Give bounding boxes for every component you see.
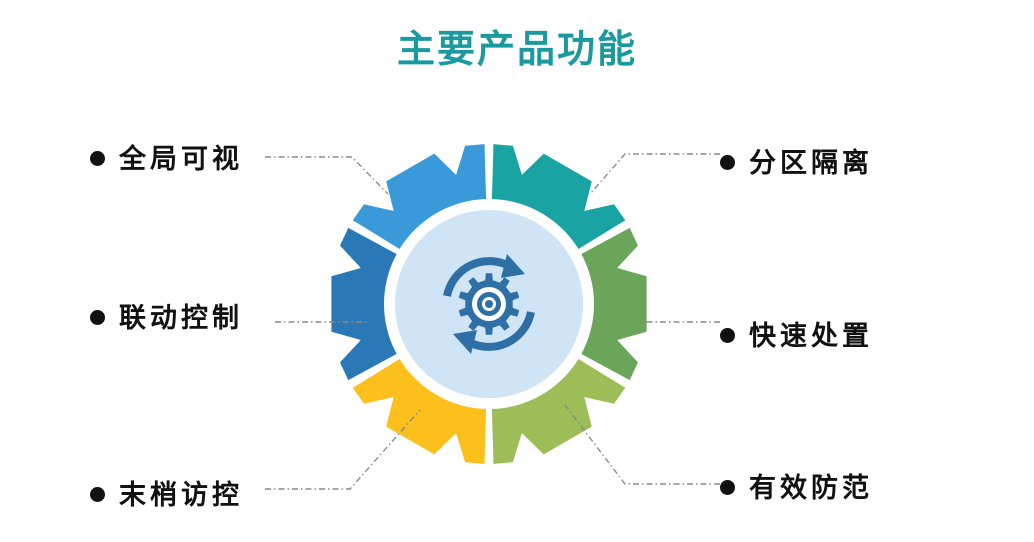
feature-text: 快速处置 <box>749 321 873 352</box>
refresh-arrowhead-top <box>501 254 525 278</box>
small-gear-center <box>485 300 493 308</box>
bullet-dot <box>720 480 735 495</box>
feature-label-right-3: 有效防范 <box>720 466 873 505</box>
gear-segment-top-right <box>491 144 626 253</box>
feature-label-right-2: 快速处置 <box>720 314 873 353</box>
gear-segment-left <box>331 227 403 381</box>
bullet-dot <box>90 310 105 325</box>
page-title: 主要产品功能 <box>396 27 637 71</box>
feature-text: 全局可视 <box>119 144 243 175</box>
feature-label-left-3: 末梢访控 <box>90 473 243 512</box>
feature-label-left-2: 联动控制 <box>90 296 243 335</box>
leader-right-1 <box>589 153 720 195</box>
feature-label-left-1: 全局可视 <box>90 137 243 176</box>
feature-label-right-1: 分区隔离 <box>720 141 873 180</box>
gear-segment-bottom-right <box>491 355 626 464</box>
refresh-arrow-top <box>443 257 514 297</box>
bullet-dot <box>720 155 735 170</box>
bullet-dot <box>720 328 735 343</box>
leader-left-3 <box>265 409 421 490</box>
gear-refresh-icon <box>443 254 535 354</box>
refresh-arrow-bottom <box>464 311 535 351</box>
refresh-arrowhead-bottom <box>453 330 477 354</box>
bullet-dot <box>90 487 105 502</box>
bullet-dot <box>90 151 105 166</box>
feature-text: 联动控制 <box>119 303 243 334</box>
leader-left-1 <box>265 156 389 195</box>
leader-right-3 <box>564 404 720 485</box>
feature-text: 末梢访控 <box>119 480 243 511</box>
gear-segment-top-left <box>352 144 487 253</box>
leader-lines <box>265 153 720 490</box>
feature-text: 分区隔离 <box>749 148 873 179</box>
feature-text: 有效防范 <box>749 473 873 504</box>
gear-segment-right <box>575 227 647 381</box>
